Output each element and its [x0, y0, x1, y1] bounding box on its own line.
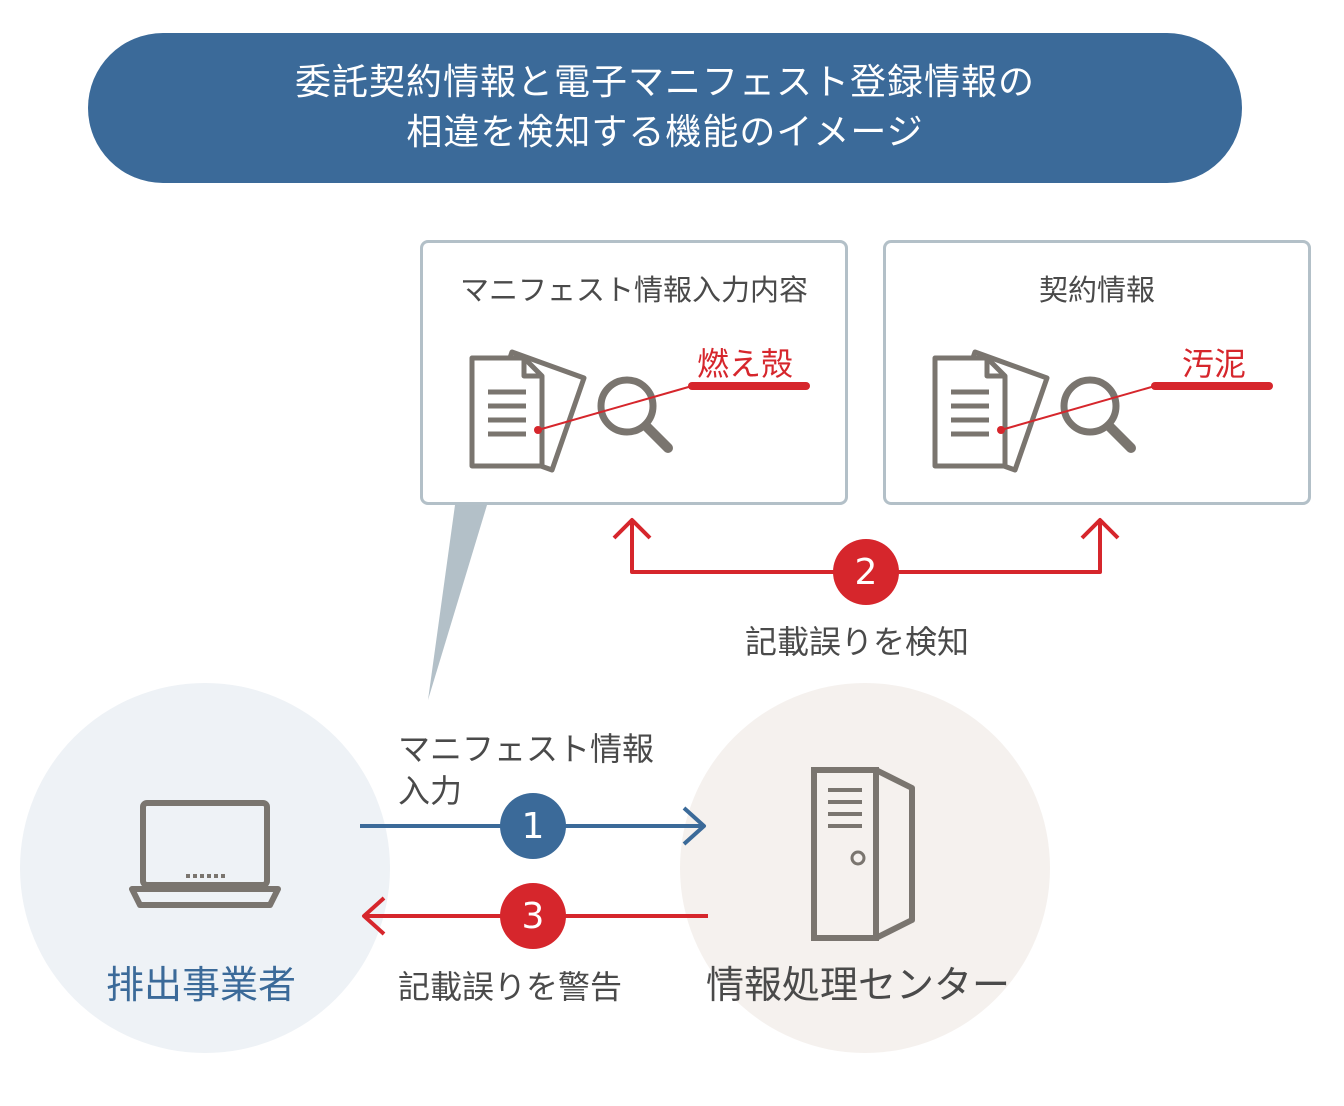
title-banner: 委託契約情報と電子マニフェスト登録情報の 相違を検知する機能のイメージ	[88, 33, 1242, 183]
document-search-icon	[469, 349, 810, 473]
step-3-badge: 3	[500, 883, 566, 949]
step-1-label-line-1: マニフェスト情報	[398, 730, 655, 768]
step-2-badge: 2	[833, 539, 899, 605]
title-line-2: 相違を検知する機能のイメージ	[406, 112, 924, 153]
manifest-panel-title: マニフェスト情報入力内容	[459, 273, 808, 307]
center-label: 情報処理センター	[706, 963, 1011, 1007]
contract-panel: 契約情報 汚泥	[883, 240, 1311, 505]
contract-panel-title: 契約情報	[1038, 273, 1155, 307]
manifest-panel: マニフェスト情報入力内容 燃え殻	[420, 240, 848, 505]
step-3-label: 記載誤りを警告	[398, 968, 623, 1006]
discharger-circle	[20, 683, 390, 1053]
center-circle	[680, 683, 1050, 1053]
step-1-badge: 1	[500, 793, 566, 859]
manifest-panel-value: 燃え殻	[696, 345, 793, 383]
step-2-label: 記載誤りを検知	[745, 623, 970, 661]
discharger-label: 排出事業者	[106, 963, 297, 1007]
document-search-icon	[932, 349, 1273, 473]
title-line-1: 委託契約情報と電子マニフェスト登録情報の	[294, 62, 1035, 103]
contract-panel-value: 汚泥	[1181, 345, 1246, 383]
step-1-label-line-2: 入力	[398, 772, 463, 810]
